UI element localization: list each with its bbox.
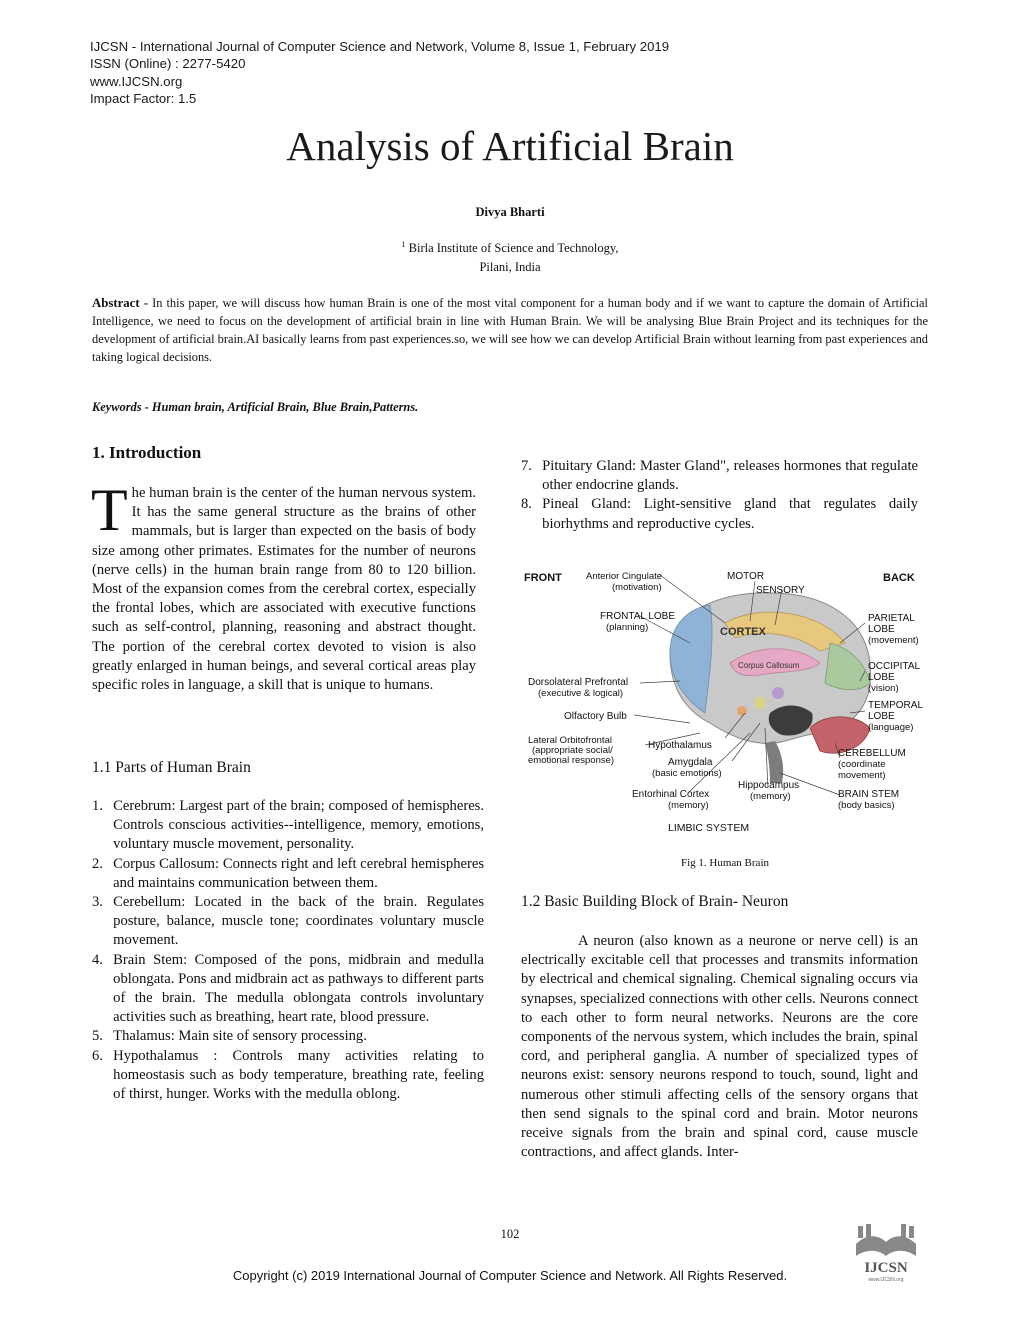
neuron-paragraph: A neuron (also known as a neurone or ner… — [521, 933, 918, 1161]
intro-text: he human brain is the center of the huma… — [92, 485, 476, 694]
brain-illustration — [669, 592, 872, 783]
figure-caption: Fig 1. Human Brain — [681, 857, 769, 869]
svg-text:(memory): (memory) — [750, 791, 791, 802]
list-item: 7.Pituitary Gland: Master Gland", releas… — [521, 458, 918, 494]
paper-title: Analysis of Artificial Brain — [286, 123, 734, 169]
copyright-notice: Copyright (c) 2019 International Journal… — [232, 1268, 788, 1283]
list-item: 3.Cerebellum: Located in the back of the… — [92, 894, 484, 949]
label-front: FRONT — [524, 572, 562, 584]
list-item: 6.Hypothalamus : Controls many activitie… — [92, 1047, 484, 1103]
affiliation-line2: Pilani, India — [479, 259, 541, 274]
svg-text:Anterior Cingulate: Anterior Cingulate — [586, 571, 662, 582]
keywords-text: Human brain, Artificial Brain, Blue Brai… — [151, 400, 419, 414]
svg-text:LOBE: LOBE — [868, 711, 895, 722]
issn-line: ISSN (Online) : 2277-5420 — [90, 56, 246, 72]
author-name: Divya Bharti — [475, 205, 545, 219]
svg-text:movement): movement) — [838, 770, 886, 781]
svg-text:LIMBIC SYSTEM: LIMBIC SYSTEM — [668, 822, 749, 834]
drop-cap: T — [91, 477, 128, 543]
svg-text:OCCIPITAL: OCCIPITAL — [868, 661, 920, 672]
list-item: 1.Cerebrum: Largest part of the brain; c… — [92, 798, 484, 853]
affiliation-line1: Birla Institute of Science and Technolog… — [405, 241, 619, 255]
svg-text:CORTEX: CORTEX — [720, 626, 767, 638]
abstract: Abstract - In this paper, we will discus… — [92, 294, 928, 366]
svg-text:(coordinate: (coordinate — [838, 759, 886, 770]
svg-text:Lateral Orbitofrontal: Lateral Orbitofrontal — [528, 735, 612, 746]
list-item: 2.Corpus Callosum: Connects right and le… — [92, 855, 484, 891]
svg-text:emotional response): emotional response) — [528, 755, 614, 766]
svg-text:FRONTAL LOBE: FRONTAL LOBE — [600, 611, 675, 622]
affiliation-sup: 1 — [401, 240, 406, 249]
list-item: 4.Brain Stem: Composed of the pons, midb… — [92, 951, 484, 1026]
logo-text: IJCSN — [864, 1260, 908, 1276]
keywords-label: Keywords - — [92, 400, 152, 414]
parts-list-continued: 7.Pituitary Gland: Master Gland", releas… — [521, 457, 918, 534]
journal-header: IJCSN - International Journal of Compute… — [90, 38, 669, 107]
abstract-label: Abstract - — [92, 296, 153, 310]
list-item: 8.Pineal Gland: Light-sensitive gland th… — [521, 496, 918, 532]
parts-list: 1.Cerebrum: Largest part of the brain; c… — [92, 797, 484, 1104]
svg-text:MOTOR: MOTOR — [727, 571, 764, 582]
svg-text:(vision): (vision) — [868, 683, 899, 694]
svg-text:Hypothalamus: Hypothalamus — [648, 740, 712, 751]
svg-text:(language): (language) — [868, 722, 913, 733]
brain-diagram: FRONT BACK Anterior Cingulate (motivatio… — [520, 563, 930, 841]
svg-text:(motivation): (motivation) — [612, 582, 662, 593]
svg-text:LOBE: LOBE — [868, 672, 895, 683]
journal-url[interactable]: www.IJCSN.org — [90, 73, 183, 89]
svg-text:BRAIN STEM: BRAIN STEM — [838, 789, 899, 800]
impact-factor: Impact Factor: 1.5 — [90, 90, 197, 106]
svg-text:Hippocampus: Hippocampus — [738, 780, 799, 791]
journal-line: IJCSN - International Journal of Compute… — [90, 39, 670, 54]
abstract-text: In this paper, we will discuss how human… — [92, 296, 929, 364]
svg-text:LOBE: LOBE — [868, 624, 895, 635]
intro-heading: 1. Introduction — [92, 443, 202, 462]
svg-text:TEMPORAL: TEMPORAL — [868, 700, 923, 711]
svg-text:SENSORY: SENSORY — [756, 585, 805, 596]
svg-text:(planning): (planning) — [606, 622, 648, 633]
svg-text:Corpus Callosum: Corpus Callosum — [738, 661, 800, 670]
affiliation: 1 Birla Institute of Science and Technol… — [0, 236, 1020, 276]
neuron-heading: 1.2 Basic Building Block of Brain- Neuro… — [521, 893, 789, 910]
keywords: Keywords - Human brain, Artificial Brain… — [92, 400, 418, 415]
svg-text:(basic emotions): (basic emotions) — [652, 768, 722, 779]
svg-text:PARIETAL: PARIETAL — [868, 613, 915, 624]
parts-heading: 1.1 Parts of Human Brain — [92, 759, 251, 776]
svg-text:(body basics): (body basics) — [838, 800, 895, 811]
list-item: 5.Thalamus: Main site of sensory process… — [92, 1028, 367, 1045]
svg-text:Olfactory Bulb: Olfactory Bulb — [564, 711, 627, 722]
logo-url: www.IJCSN.org — [868, 1277, 903, 1283]
svg-text:Amygdala: Amygdala — [668, 757, 713, 768]
svg-text:(executive & logical): (executive & logical) — [538, 688, 623, 699]
svg-text:Entorhinal Cortex: Entorhinal Cortex — [632, 789, 709, 800]
svg-text:(appropriate social/: (appropriate social/ — [532, 745, 613, 756]
label-back: BACK — [883, 572, 915, 584]
svg-text:(memory): (memory) — [668, 800, 709, 811]
ijcsn-logo: IJCSN www.IJCSN.org — [856, 1224, 916, 1283]
page-number: 102 — [500, 1227, 520, 1241]
svg-text:(movement): (movement) — [868, 635, 919, 646]
svg-text:Dorsolateral Prefrontal: Dorsolateral Prefrontal — [528, 677, 628, 688]
svg-text:CEREBELLUM: CEREBELLUM — [838, 748, 906, 759]
